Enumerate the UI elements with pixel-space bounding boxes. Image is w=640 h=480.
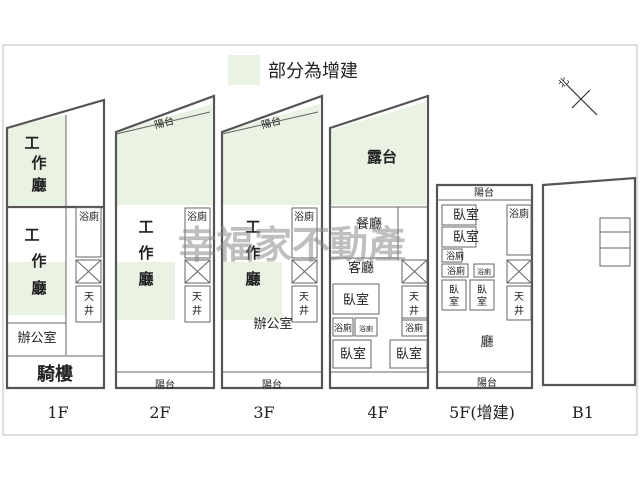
room-label: 天 xyxy=(514,292,524,303)
room-label: 井 xyxy=(409,304,419,317)
room-label: 浴廁 xyxy=(359,324,373,333)
room-label: 室 xyxy=(449,295,459,308)
floor-5f: 陽台 臥室 臥室 浴廁 浴廁 浴廁 臥 室 臥 室 浴廁 天 井 廳 陽台 5F… xyxy=(435,183,534,422)
room-label: 浴廁 xyxy=(187,210,207,223)
legend-swatch xyxy=(228,55,260,85)
room-label: 工 xyxy=(245,218,260,236)
room-label: 臥室 xyxy=(453,229,479,245)
room-label: 廳 xyxy=(31,176,46,194)
room-label: 浴廁 xyxy=(477,267,491,276)
room-label: 騎樓 xyxy=(37,363,73,385)
room-label: 室 xyxy=(477,295,487,308)
room-label: 臥室 xyxy=(343,292,369,308)
room-label: 廳 xyxy=(480,334,493,350)
room-label: 陽台 xyxy=(477,376,497,389)
room-label: 廳 xyxy=(31,279,46,297)
room-label: 井 xyxy=(84,304,94,317)
room-label: 臥 xyxy=(477,284,487,296)
room-label: 浴廁 xyxy=(79,210,99,223)
floor-1f: 工 作 廳 工 作 廳 辦公室 騎樓 浴廁 天 井 1F xyxy=(5,98,106,422)
room-label: 臥室 xyxy=(396,346,422,362)
room-label: 陽台 xyxy=(262,378,282,391)
room-label: 臥 xyxy=(449,284,459,296)
room-label: 作 xyxy=(245,244,260,262)
floor-label: 5F(增建) xyxy=(449,403,515,422)
room-label: 浴廁 xyxy=(334,322,352,334)
floor-label: B1 xyxy=(572,403,594,422)
room-label: 餐廳 xyxy=(356,216,382,232)
watermark: 幸福家不動產 xyxy=(178,223,406,267)
room-label: 作 xyxy=(31,154,46,172)
room-label: 廳 xyxy=(245,270,260,288)
legend: 部分為增建 xyxy=(228,55,358,85)
room-label: 浴廁 xyxy=(405,322,423,334)
room-label: 浴廁 xyxy=(446,250,464,262)
room-label: 工 xyxy=(24,226,39,244)
north-arrow-icon: 北 xyxy=(556,75,598,116)
room-label: 浴廁 xyxy=(447,265,465,277)
room-label: 辦公室 xyxy=(253,316,292,332)
floor-label: 1F xyxy=(47,403,68,422)
floor-label: 3F xyxy=(253,403,274,422)
room-label: 作 xyxy=(31,252,46,270)
room-label: 客廳 xyxy=(348,260,374,276)
room-label: 臥室 xyxy=(453,207,479,223)
floor-3f: 陽台 工 作 廳 浴廁 天 井 辦公室 陽台 3F xyxy=(220,94,324,422)
room-label: 浴廁 xyxy=(294,210,314,223)
room-label: 臥室 xyxy=(340,346,366,362)
room-label: 工 xyxy=(24,134,39,152)
room-label: 天 xyxy=(84,292,94,303)
room-label: 井 xyxy=(514,304,524,317)
room-label: 井 xyxy=(192,304,202,317)
room-label: 露台 xyxy=(367,148,397,166)
room-label: 陽台 xyxy=(474,186,494,199)
floor-label: 2F xyxy=(149,403,170,422)
room-label: 天 xyxy=(299,292,309,303)
room-label: 廳 xyxy=(138,270,153,288)
compass-label: 北 xyxy=(556,75,572,91)
room-label: 天 xyxy=(192,292,202,303)
floor-label: 4F xyxy=(367,403,388,422)
legend-label: 部分為增建 xyxy=(268,61,358,82)
floor-2f: 陽台 工 作 廳 浴廁 天 井 陽台 2F xyxy=(114,94,216,422)
room-label: 天 xyxy=(409,292,419,303)
room-label: 陽台 xyxy=(155,378,175,391)
room-label: 井 xyxy=(299,304,309,317)
floor-4f: 露台 餐廳 客廳 臥室 天 井 浴廁 浴廁 浴廁 臥室 臥室 4F xyxy=(328,94,430,422)
floor-b1: B1 xyxy=(541,176,637,422)
room-label: 辦公室 xyxy=(17,330,56,346)
room-label: 浴廁 xyxy=(509,207,529,220)
room-label: 作 xyxy=(138,244,153,262)
room-label: 工 xyxy=(138,218,153,236)
